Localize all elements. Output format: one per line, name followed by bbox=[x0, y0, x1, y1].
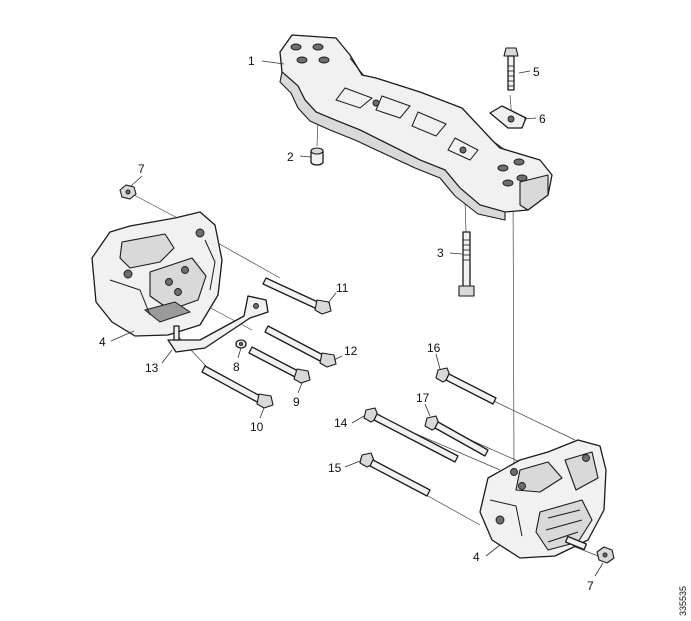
callout-4-right: 4 bbox=[473, 550, 480, 564]
bolt-11 bbox=[262, 277, 332, 315]
callout-2: 2 bbox=[287, 150, 294, 164]
bolt-16 bbox=[435, 367, 497, 405]
washer-8 bbox=[235, 339, 247, 349]
callout-8: 8 bbox=[233, 360, 240, 374]
bolt-5 bbox=[503, 47, 519, 91]
callout-13: 13 bbox=[145, 361, 159, 375]
callout-9: 9 bbox=[293, 395, 300, 409]
stud bbox=[458, 231, 475, 297]
callout-7-top: 7 bbox=[138, 162, 145, 176]
callout-16: 16 bbox=[427, 341, 441, 355]
bolt-17 bbox=[424, 415, 489, 457]
callout-1: 1 bbox=[248, 54, 255, 68]
callout-3: 3 bbox=[437, 246, 444, 260]
callout-6: 6 bbox=[539, 112, 546, 126]
callout-15: 15 bbox=[328, 461, 342, 475]
bolt-15 bbox=[359, 452, 431, 497]
callout-14: 14 bbox=[334, 416, 348, 430]
callout-5: 5 bbox=[533, 65, 540, 79]
bolt-14 bbox=[363, 407, 459, 463]
bolt-9 bbox=[248, 346, 311, 384]
cross-member bbox=[279, 34, 553, 221]
nut-7-top bbox=[119, 184, 137, 200]
callout-labels: 1 2 3 4 4 5 6 7 7 8 9 10 11 12 13 14 15 … bbox=[99, 54, 594, 593]
callout-4-left: 4 bbox=[99, 335, 106, 349]
callout-10: 10 bbox=[250, 420, 264, 434]
callout-7-bottom: 7 bbox=[587, 579, 594, 593]
bolt-12 bbox=[264, 325, 337, 368]
reference-code: 335535 bbox=[678, 586, 688, 616]
callout-12: 12 bbox=[344, 344, 358, 358]
callout-17: 17 bbox=[416, 391, 430, 405]
bracket-13 bbox=[167, 295, 269, 353]
spacer bbox=[310, 147, 324, 166]
nut-7-bottom bbox=[596, 546, 615, 564]
plate bbox=[489, 105, 527, 129]
leader-lines bbox=[110, 60, 604, 577]
callout-11: 11 bbox=[336, 281, 349, 295]
bolt-10 bbox=[201, 365, 274, 409]
mount-right bbox=[479, 439, 607, 559]
mount-left bbox=[91, 211, 223, 337]
